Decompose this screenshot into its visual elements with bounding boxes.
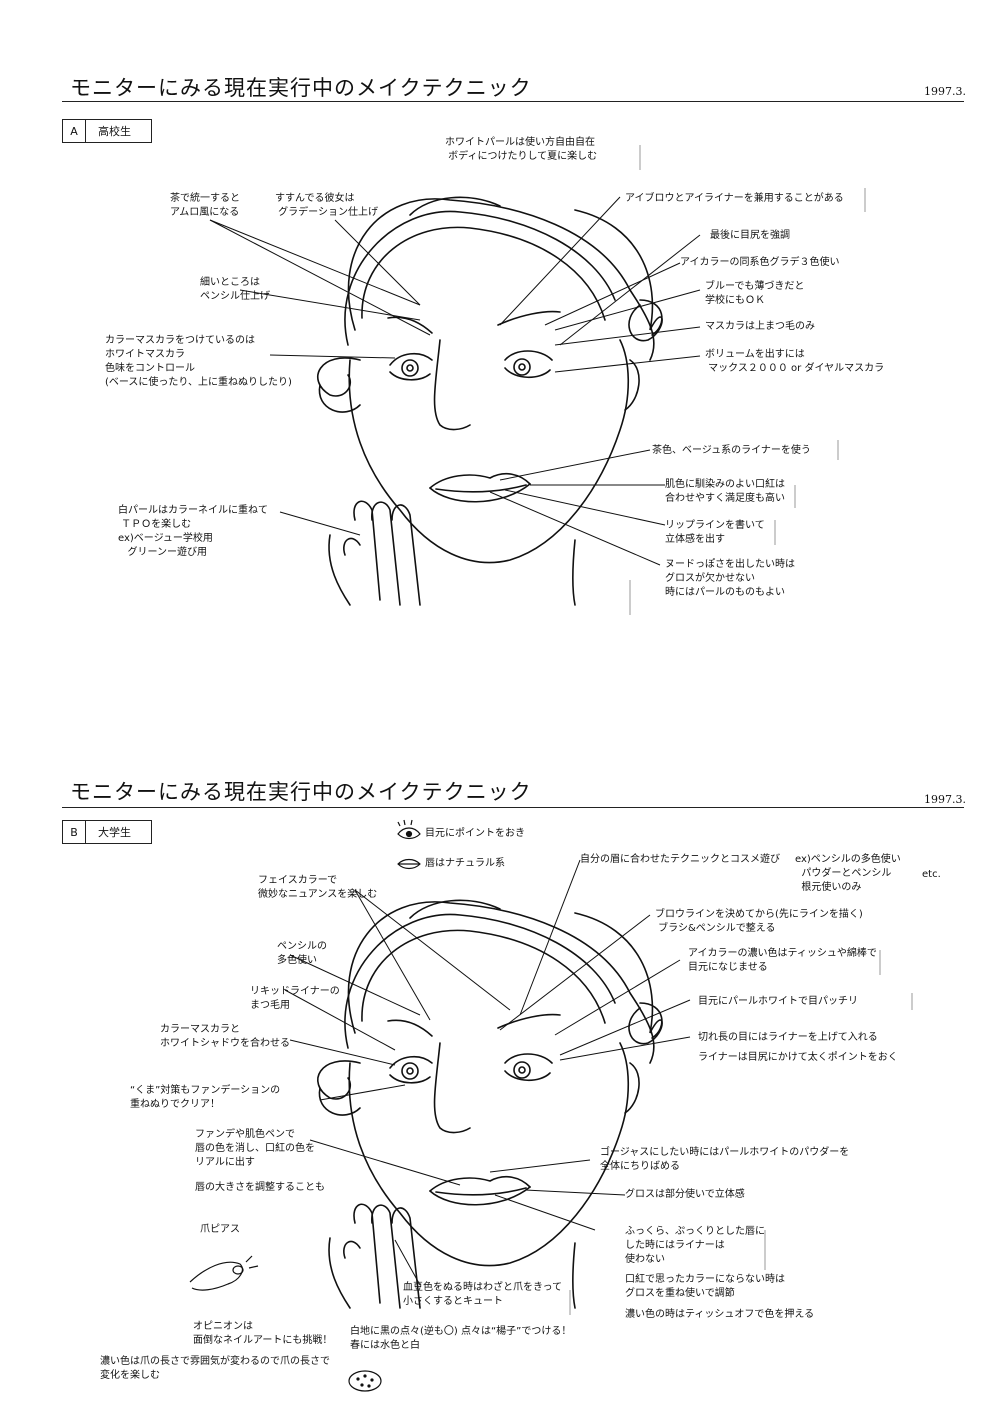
note-a-2: 茶で統一すると アムロ風になる xyxy=(170,193,240,218)
note-b-25: オピニオンは 面倒なネイルアートにも挑戦！ xyxy=(193,1321,333,1346)
face-illustration-b xyxy=(317,899,663,1309)
finger-nail-icon xyxy=(189,1255,259,1291)
note-a-9: マスカラは上まつ毛のみ xyxy=(705,321,815,332)
section-name-b: 大学生 xyxy=(98,826,131,839)
note-a-4: アイブロウとアイライナーを兼用することがある xyxy=(625,193,844,204)
note-b-8: ペンシルの 多色使い xyxy=(277,941,327,966)
note-b-7: ブロウラインを決めてから(先にラインを描く) ブラシ&ペンシルで整える xyxy=(655,909,863,934)
note-b-12: カラーマスカラと ホワイトシャドウを合わせる xyxy=(160,1024,290,1049)
section-letter-a: A xyxy=(63,120,86,142)
title-rule-b xyxy=(62,807,964,808)
note-b-20: ふっくら、ぷっくりとした唇に した時にはライナーは 使わない xyxy=(625,1226,765,1265)
section-letter-b: B xyxy=(63,821,86,843)
section-label-b: B 大学生 xyxy=(62,820,152,844)
section-label-a: A 高校生 xyxy=(62,119,152,143)
lips-icon xyxy=(397,858,421,870)
note-a-6: アイカラーの同系色グラデ３色使い xyxy=(680,257,840,268)
dotted-nail-icon xyxy=(348,1370,382,1392)
note-a-11: ボリュームを出すには マックス２０００ or ダイヤルマスカラ xyxy=(705,349,885,374)
note-b-24: 濃い色の時はティッシュオフで色を押える xyxy=(625,1309,815,1320)
note-b-1: 目元にポイントをおき xyxy=(425,828,525,839)
note-a-15: リップラインを書いて 立体感を出す xyxy=(665,520,765,545)
note-a-16: ヌードっぽさを出したい時は グロスが欠かせない 時にはパールのものもよい xyxy=(665,559,795,598)
note-b-14: ライナーは目尻にかけて太くポイントをおく xyxy=(698,1052,898,1063)
note-b-5: etc. xyxy=(922,869,941,880)
note-b-6: フェイスカラーで 微妙なニュアンスを楽しむ xyxy=(258,875,378,900)
note-b-11: 目元にパールホワイトで目パッチリ xyxy=(698,996,858,1007)
page-title-b: モニターにみる現在実行中のメイクテクニック xyxy=(70,780,532,804)
note-b-16: ファンデや肌色ペンで 唇の色を消し、口紅の色を リアルに出す xyxy=(195,1129,315,1168)
note-a-13: 肌色に馴染みのよい口紅は 合わせやすく満足度も高い xyxy=(665,479,785,504)
note-a-1: ホワイトパールは使い方自由自在 ボディにつけたりして夏に楽しむ xyxy=(445,137,598,162)
note-b-18: ゴージャスにしたい時にはパールホワイトのパウダーを 全体にちりばめる xyxy=(600,1147,850,1172)
note-b-3: 自分の眉に合わせたテクニックとコスメ遊び xyxy=(580,854,780,865)
leader-lines-a xyxy=(209,196,701,566)
margin-marks xyxy=(569,145,913,1315)
note-b-9: アイカラーの濃い色はティッシュや綿棒で 目元になじませる xyxy=(688,948,877,973)
note-b-17: 唇の大きさを調整することも xyxy=(195,1182,325,1193)
note-b-27: 濃い色は爪の長さで雰囲気が変わるので爪の長さで 変化を楽しむ xyxy=(100,1356,330,1381)
note-b-19: グロスは部分使いで立体感 xyxy=(625,1189,745,1200)
note-a-8: 細いところは ペンシル仕上げ xyxy=(200,277,270,302)
title-rule-a xyxy=(62,101,964,102)
note-b-26: 白地に黒の点々(逆も〇) 点々は“楊子”でつける！ 春には水色と白 xyxy=(350,1326,572,1351)
note-b-23: 口紅で思ったカラーにならない時は グロスを重ね使いで調節 xyxy=(625,1274,785,1299)
note-b-13: 切れ長の目にはライナーを上げて入れる xyxy=(698,1032,878,1043)
note-a-12: 茶色、ベージュ系のライナーを使う xyxy=(652,445,811,456)
note-b-22: 血豆色をぬる時はわざと爪をきって 小さくするとキュート xyxy=(403,1282,563,1307)
note-b-21: 爪ピアス xyxy=(200,1224,240,1235)
note-a-10: カラーマスカラをつけているのは ホワイトマスカラ 色味をコントロール (ベースに… xyxy=(105,335,292,388)
note-a-5: 最後に目尻を強調 xyxy=(710,230,790,241)
note-b-15: “くま”対策もファンデーションの 重ねぬりでクリア！ xyxy=(130,1085,281,1110)
date-b: 1997.3. xyxy=(924,793,966,806)
note-b-4: ex)ペンシルの多色使い パウダーとペンシル 根元使いのみ xyxy=(795,854,901,893)
note-b-10: リキッドライナーの まつ毛用 xyxy=(250,986,340,1011)
note-a-3: すすんでる彼女は グラデーション仕上げ xyxy=(275,193,378,218)
leader-lines-b xyxy=(284,859,691,1286)
section-name-a: 高校生 xyxy=(98,125,131,138)
page-title-a: モニターにみる現在実行中のメイクテクニック xyxy=(70,76,532,100)
date-a: 1997.3. xyxy=(924,85,966,98)
note-a-7: ブルーでも薄づきだと 学校にもＯＫ xyxy=(705,281,805,306)
note-b-2: 唇はナチュラル系 xyxy=(425,858,505,869)
eye-icon xyxy=(397,819,421,840)
note-a-14: 白パールはカラーネイルに重ねて ＴＰＯを楽しむ ex)ベージュー学校用 グリーン… xyxy=(118,505,268,558)
